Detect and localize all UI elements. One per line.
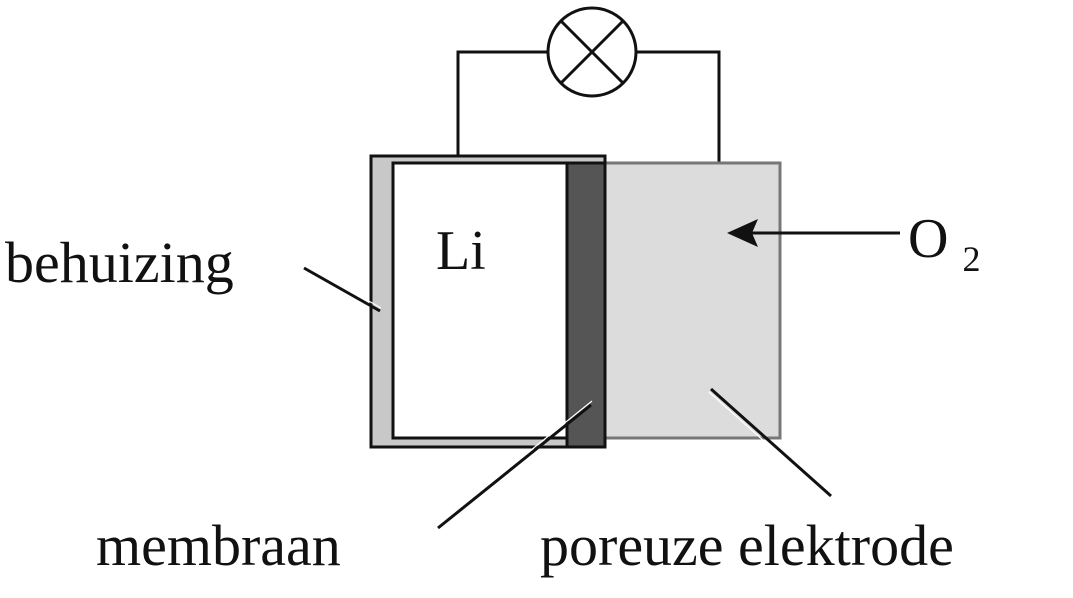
porous-electrode-label: poreuze elektrode bbox=[540, 513, 954, 578]
membrane-block bbox=[565, 161, 607, 449]
housing-leader-line bbox=[303, 266, 381, 313]
oxygen-subscript: 2 bbox=[962, 239, 980, 279]
circuit-wire bbox=[456, 50, 721, 165]
housing-leader-highlight bbox=[305, 264, 382, 309]
membrane-label: membraan bbox=[96, 513, 341, 578]
oxygen-label: O 2 bbox=[908, 208, 980, 279]
porous-electrode-block bbox=[603, 161, 782, 440]
housing-label: behuizing bbox=[5, 230, 234, 295]
oxygen-main-text: O bbox=[908, 208, 948, 270]
lithium-compartment bbox=[391, 161, 569, 440]
lithium-label: Li bbox=[436, 220, 486, 282]
electrode-leader-line bbox=[710, 387, 832, 498]
arrow-left-icon bbox=[727, 219, 900, 247]
membrane-leader-line bbox=[437, 403, 592, 530]
electrode-leader-highlight bbox=[708, 391, 830, 500]
membrane-leader-highlight bbox=[438, 400, 593, 525]
lamp-icon bbox=[546, 6, 638, 98]
